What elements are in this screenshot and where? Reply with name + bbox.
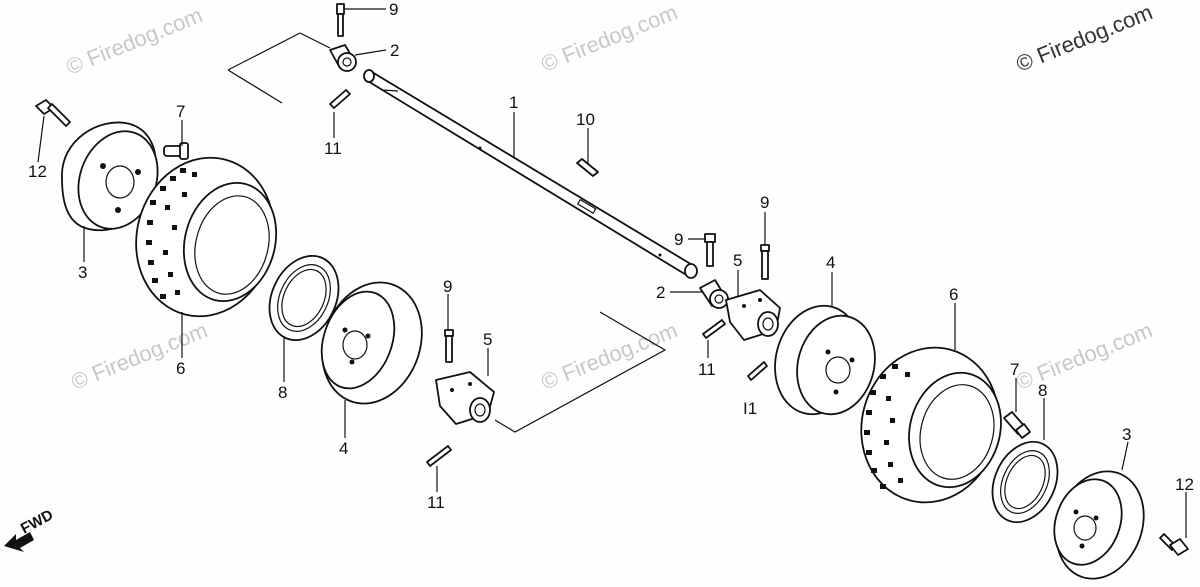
bolt-mid [704, 233, 716, 267]
callout-valve-left: 7 [176, 102, 185, 121]
callout-tire-right: 6 [949, 285, 958, 304]
callout-bolt-left: 9 [443, 277, 452, 296]
callout-flange-bolt-left: 12 [28, 162, 47, 181]
pin-lower [426, 445, 452, 467]
hub-right [774, 304, 876, 416]
assembly-line [494, 311, 667, 433]
flange-bolt-right [1159, 533, 1189, 556]
callout-pin-mid: 11 [698, 360, 716, 379]
callout-flange-bolt-right: 12 [1175, 475, 1194, 494]
callout-bolt-mid: 9 [674, 230, 683, 249]
callout-pin-right: I1 [743, 399, 757, 418]
callout-valve-right: 7 [1010, 360, 1019, 379]
leader-lines [37, 8, 1187, 538]
bracket-left [435, 371, 495, 425]
pin-mid [702, 319, 726, 339]
watermark: © Firedog.com [538, 317, 681, 394]
callout-bracket-left: 5 [483, 330, 492, 349]
valve-right [1003, 411, 1031, 439]
drum-left [61, 121, 159, 232]
callout-bracket-right: 5 [733, 251, 742, 270]
forward-label: FWD [18, 506, 56, 537]
callout-key: 10 [576, 110, 595, 129]
callout-drum-left: 3 [78, 263, 87, 282]
callout-tire-left: 6 [176, 359, 185, 378]
bolt-right [760, 244, 770, 280]
watermark: © Firedog.com [68, 317, 211, 394]
callout-hub-right: 4 [826, 253, 835, 272]
forward-indicator: FWD [4, 506, 56, 552]
drum-right [1053, 470, 1145, 580]
collar-lower [699, 279, 729, 309]
callout-collar-upper: 2 [390, 41, 399, 60]
seal-right [991, 440, 1059, 524]
watermark: © Firedog.com [1013, 317, 1156, 394]
callout-collar-lower: 2 [656, 283, 665, 302]
forward-arrow-icon [4, 532, 34, 552]
assembly-line [299, 32, 331, 49]
axle [363, 69, 698, 279]
valve-left [163, 142, 189, 160]
callout-bolt-right: 9 [760, 193, 769, 212]
callout-pin-lower: 11 [427, 493, 445, 512]
bracket-right [725, 289, 781, 341]
tire-right [860, 346, 1002, 504]
assembly-line [227, 69, 283, 104]
hub-left [320, 281, 423, 405]
callout-bolt-top: 9 [389, 0, 398, 19]
callout-seal-right: 8 [1038, 381, 1047, 400]
callout-drum-right: 3 [1122, 425, 1131, 444]
bolt-left [444, 329, 454, 363]
key [576, 158, 599, 177]
flange-bolt-left [35, 99, 71, 127]
watermark: © Firedog.com [63, 2, 206, 79]
collar-upper [329, 44, 357, 72]
watermark: © Firedog.com [538, 0, 681, 77]
callout-pin-upper: 11 [324, 139, 342, 158]
watermark-main: © Firedog.com [1013, 0, 1156, 77]
bolt-top [336, 3, 345, 37]
callout-labels: 9 2 11 1 10 7 12 3 6 8 4 9 5 11 9 2 5 9 … [28, 0, 1194, 512]
seal-left [268, 254, 340, 342]
callout-hub-left: 4 [339, 439, 348, 458]
assembly-line [227, 32, 301, 71]
pin-right [747, 361, 768, 381]
callout-seal-left: 8 [278, 383, 287, 402]
tire-left [135, 156, 278, 318]
pin-upper [329, 89, 351, 109]
callout-axle: 1 [509, 93, 518, 112]
